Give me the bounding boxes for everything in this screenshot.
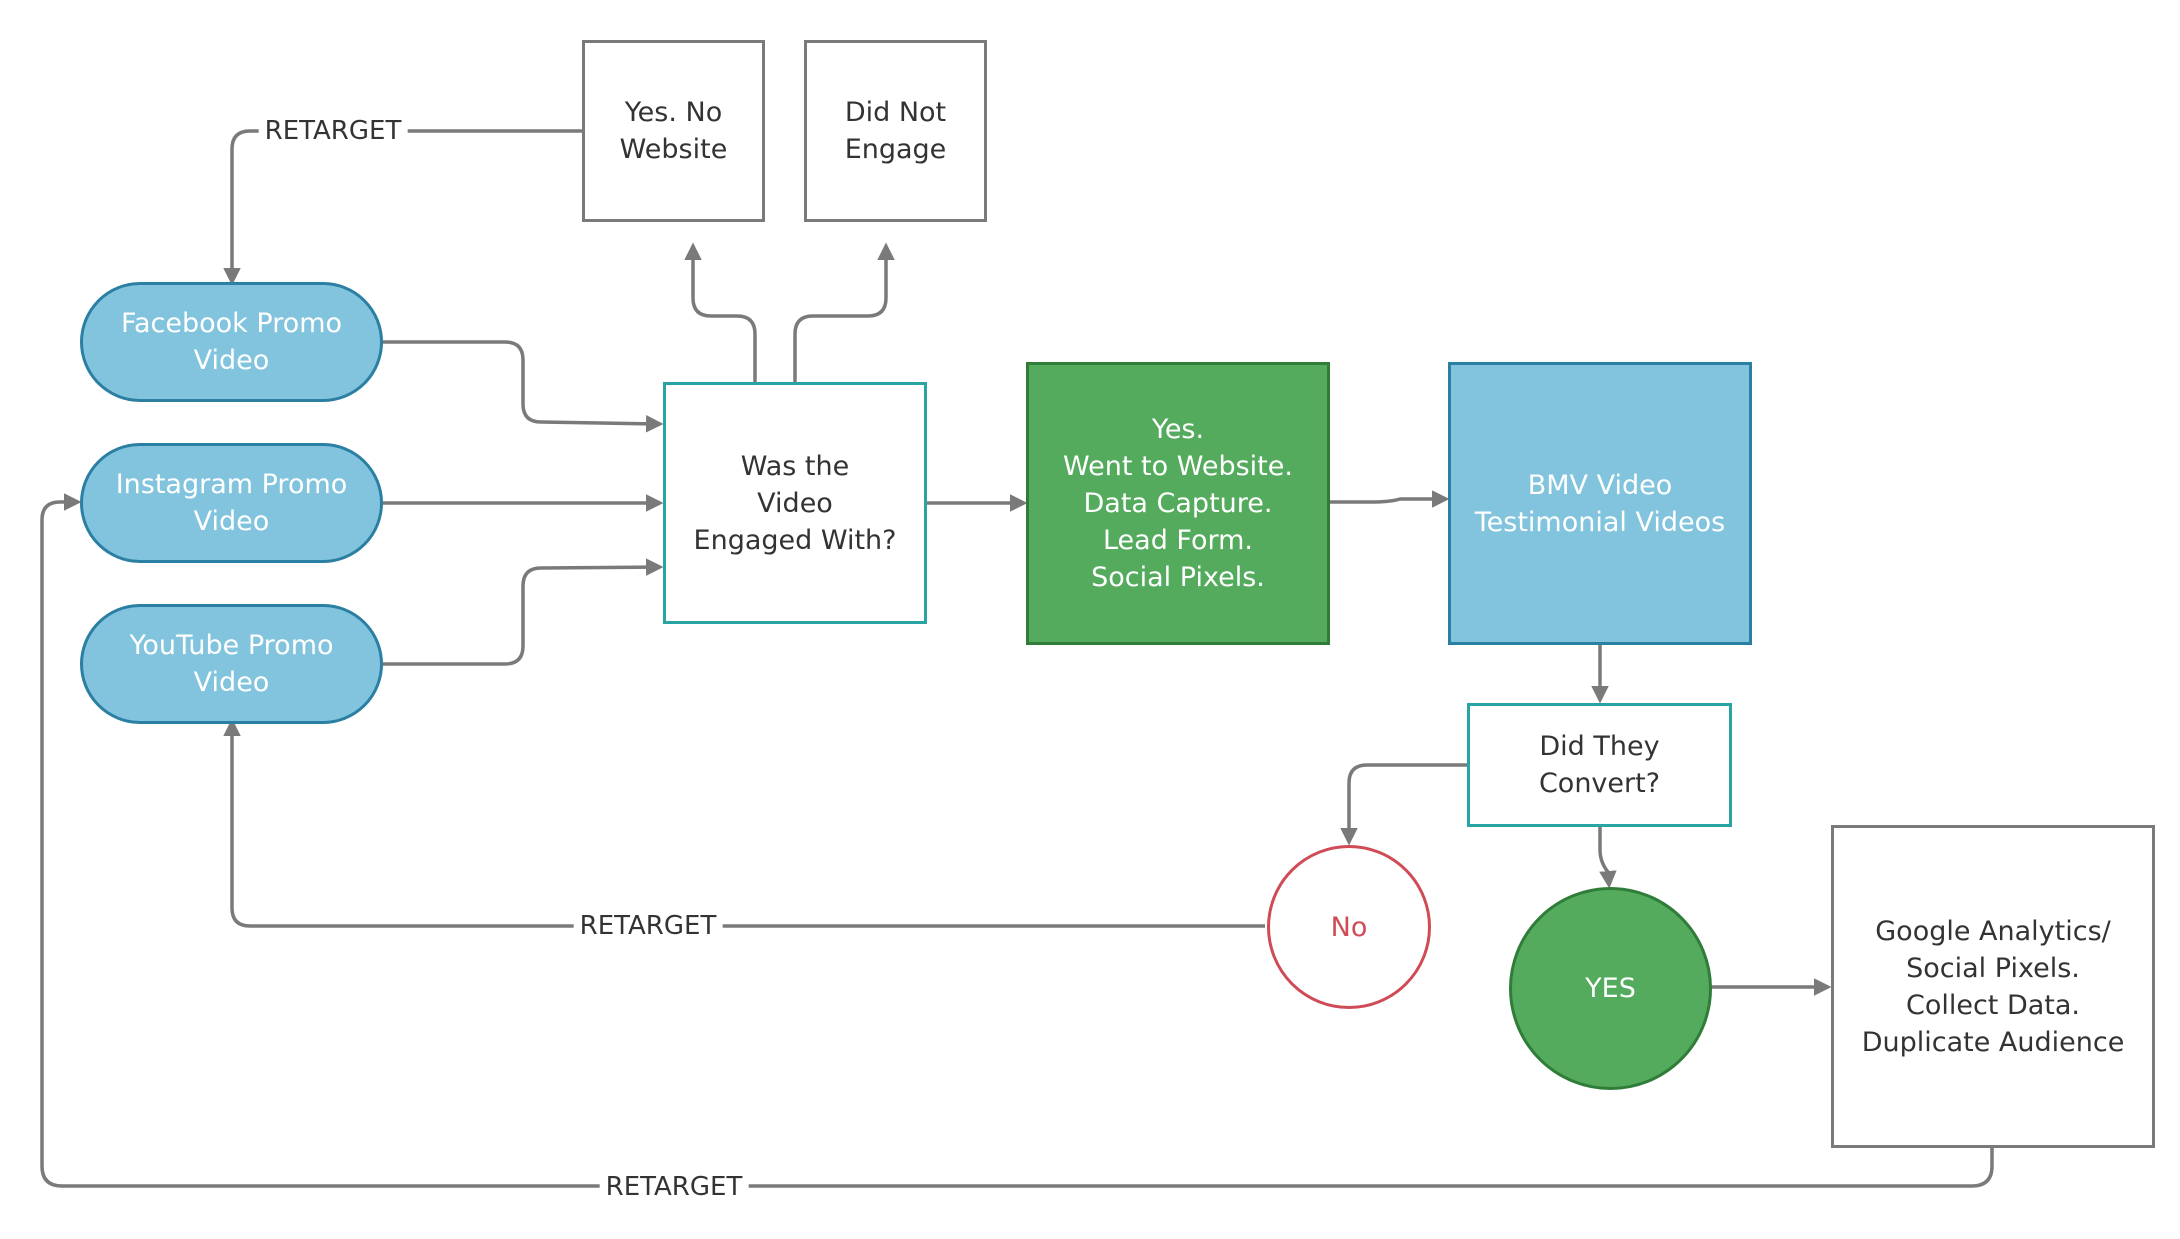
engaged-question-node: Was the Video Engaged With? [663,382,927,624]
converted-question-node: Did They Convert? [1467,703,1732,827]
connector-website-to-testimonial [1330,490,1450,508]
connector-facebook-to-question [383,340,664,433]
connector-convert-to-no [1340,763,1467,846]
no-node: No [1267,845,1431,1009]
retarget-label-bottom: RETARGET [599,1172,749,1202]
testimonial-videos-node: BMV Video Testimonial Videos [1448,362,1752,645]
connector-retarget-top [223,129,582,286]
went-to-website-node: Yes. Went to Website. Data Capture. Lead… [1026,362,1330,645]
yes-no-website-node: Yes. No Website [582,40,765,222]
connector-question-to-did-not-engage [793,242,895,382]
retarget-label-top: RETARGET [258,116,408,146]
analytics-node: Google Analytics/ Social Pixels. Collect… [1831,825,2155,1148]
youtube-promo-video-node: YouTube Promo Video [80,604,383,724]
did-not-engage-node: Did Not Engage [804,40,987,222]
facebook-promo-video-node: Facebook Promo Video [80,282,383,402]
instagram-promo-video-node: Instagram Promo Video [80,443,383,563]
connector-youtube-to-question [383,558,664,666]
yes-node: YES [1509,887,1712,1090]
retarget-label-middle: RETARGET [573,911,723,941]
connector-retarget-bottom [40,493,1994,1188]
connector-question-to-no-website [684,242,757,382]
connector-retarget-middle [223,718,1265,928]
connector-convert-to-yes [1598,827,1617,889]
